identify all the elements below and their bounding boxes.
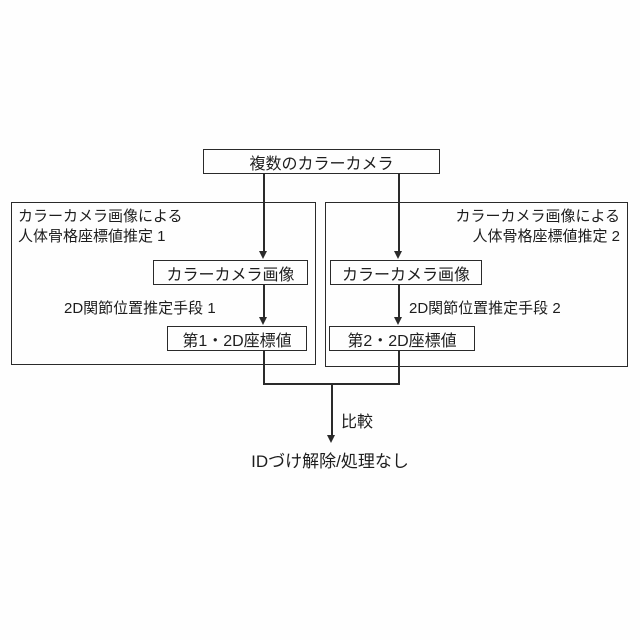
arrowhead-down-icon bbox=[259, 317, 267, 325]
connector-left-output-down bbox=[263, 351, 265, 384]
right-module-title: カラーカメラ画像による 人体骨格座標値推定 2 bbox=[420, 207, 620, 247]
left-module-title-line2: 人体骨格座標値推定 1 bbox=[18, 228, 166, 245]
left-2d-joint-estimator-label: 2D関節位置推定手段 1 bbox=[64, 300, 216, 317]
right-module-title-line2: 人体骨格座標値推定 2 bbox=[472, 228, 620, 245]
compare-arrow-line bbox=[331, 383, 333, 437]
arrowhead-down-icon bbox=[259, 251, 267, 259]
connector-source-to-right-camera bbox=[398, 174, 400, 253]
left-2d-coordinates-label: 第1・2D座標値 bbox=[182, 332, 292, 350]
right-2d-joint-estimator-label: 2D関節位置推定手段 2 bbox=[409, 300, 561, 317]
right-estimation-module-box bbox=[325, 202, 628, 367]
connector-left-camera-to-output bbox=[263, 285, 265, 319]
right-camera-image-box: カラーカメラ画像 bbox=[330, 260, 482, 285]
left-estimation-module-box bbox=[11, 202, 316, 365]
left-camera-image-box: カラーカメラ画像 bbox=[153, 260, 308, 285]
arrowhead-down-icon bbox=[327, 435, 335, 443]
connector-right-camera-to-output bbox=[398, 285, 400, 319]
right-2d-coordinates-label: 第2・2D座標値 bbox=[347, 332, 457, 350]
right-module-title-line1: カラーカメラ画像による bbox=[455, 208, 620, 225]
result-text: IDづけ解除/処理なし bbox=[251, 452, 409, 471]
compare-label: 比較 bbox=[341, 414, 374, 431]
arrowhead-down-icon bbox=[394, 317, 402, 325]
left-camera-image-label: カラーカメラ画像 bbox=[166, 266, 295, 284]
arrowhead-down-icon bbox=[394, 251, 402, 259]
right-2d-coordinates-box: 第2・2D座標値 bbox=[329, 326, 475, 351]
right-camera-image-label: カラーカメラ画像 bbox=[341, 266, 470, 284]
left-module-title-line1: カラーカメラ画像による bbox=[18, 208, 183, 225]
connector-right-output-down bbox=[398, 351, 400, 384]
multi-camera-source-label: 複数のカラーカメラ bbox=[249, 155, 394, 173]
connector-source-to-left-camera bbox=[263, 174, 265, 253]
left-module-title: カラーカメラ画像による 人体骨格座標値推定 1 bbox=[18, 207, 183, 247]
left-2d-coordinates-box: 第1・2D座標値 bbox=[167, 326, 307, 351]
multi-camera-source-box: 複数のカラーカメラ bbox=[203, 149, 440, 174]
